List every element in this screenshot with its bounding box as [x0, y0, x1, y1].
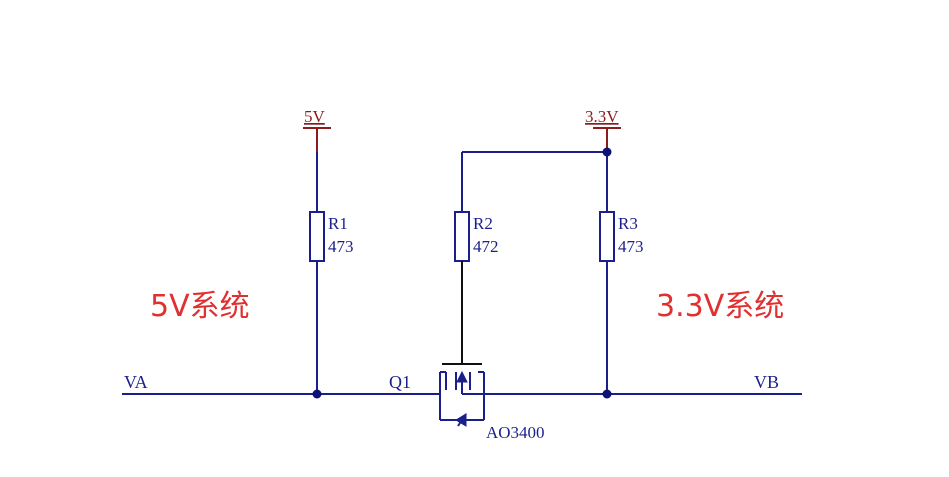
rail-3v3-label: 3.3V — [585, 107, 619, 126]
r3-value: 473 — [618, 237, 644, 256]
resistor-r3 — [599, 211, 615, 262]
rail-5v-label: 5V — [304, 107, 326, 126]
q1-ref: Q1 — [389, 372, 411, 392]
net-vb-label: VB — [754, 372, 779, 392]
rail-3v3: 3.3V — [585, 107, 621, 152]
resistor-r1 — [309, 211, 325, 262]
resistor-r2 — [454, 211, 470, 262]
r1-ref: R1 — [328, 214, 348, 233]
q1-part: AO3400 — [486, 423, 545, 442]
r2-value: 472 — [473, 237, 499, 256]
rail-5v: 5V — [303, 107, 331, 152]
system-5v-label: 5V系统 — [150, 289, 250, 324]
r2-ref: R2 — [473, 214, 493, 233]
r1-value: 473 — [328, 237, 354, 256]
r3-ref: R3 — [618, 214, 638, 233]
net-va-label: VA — [124, 372, 148, 392]
junction-va — [312, 389, 322, 399]
mosfet-q1 — [439, 363, 485, 427]
system-3v3-label: 3.3V系统 — [656, 289, 784, 324]
junction-3v3 — [602, 147, 612, 157]
junction-vb — [602, 389, 612, 399]
